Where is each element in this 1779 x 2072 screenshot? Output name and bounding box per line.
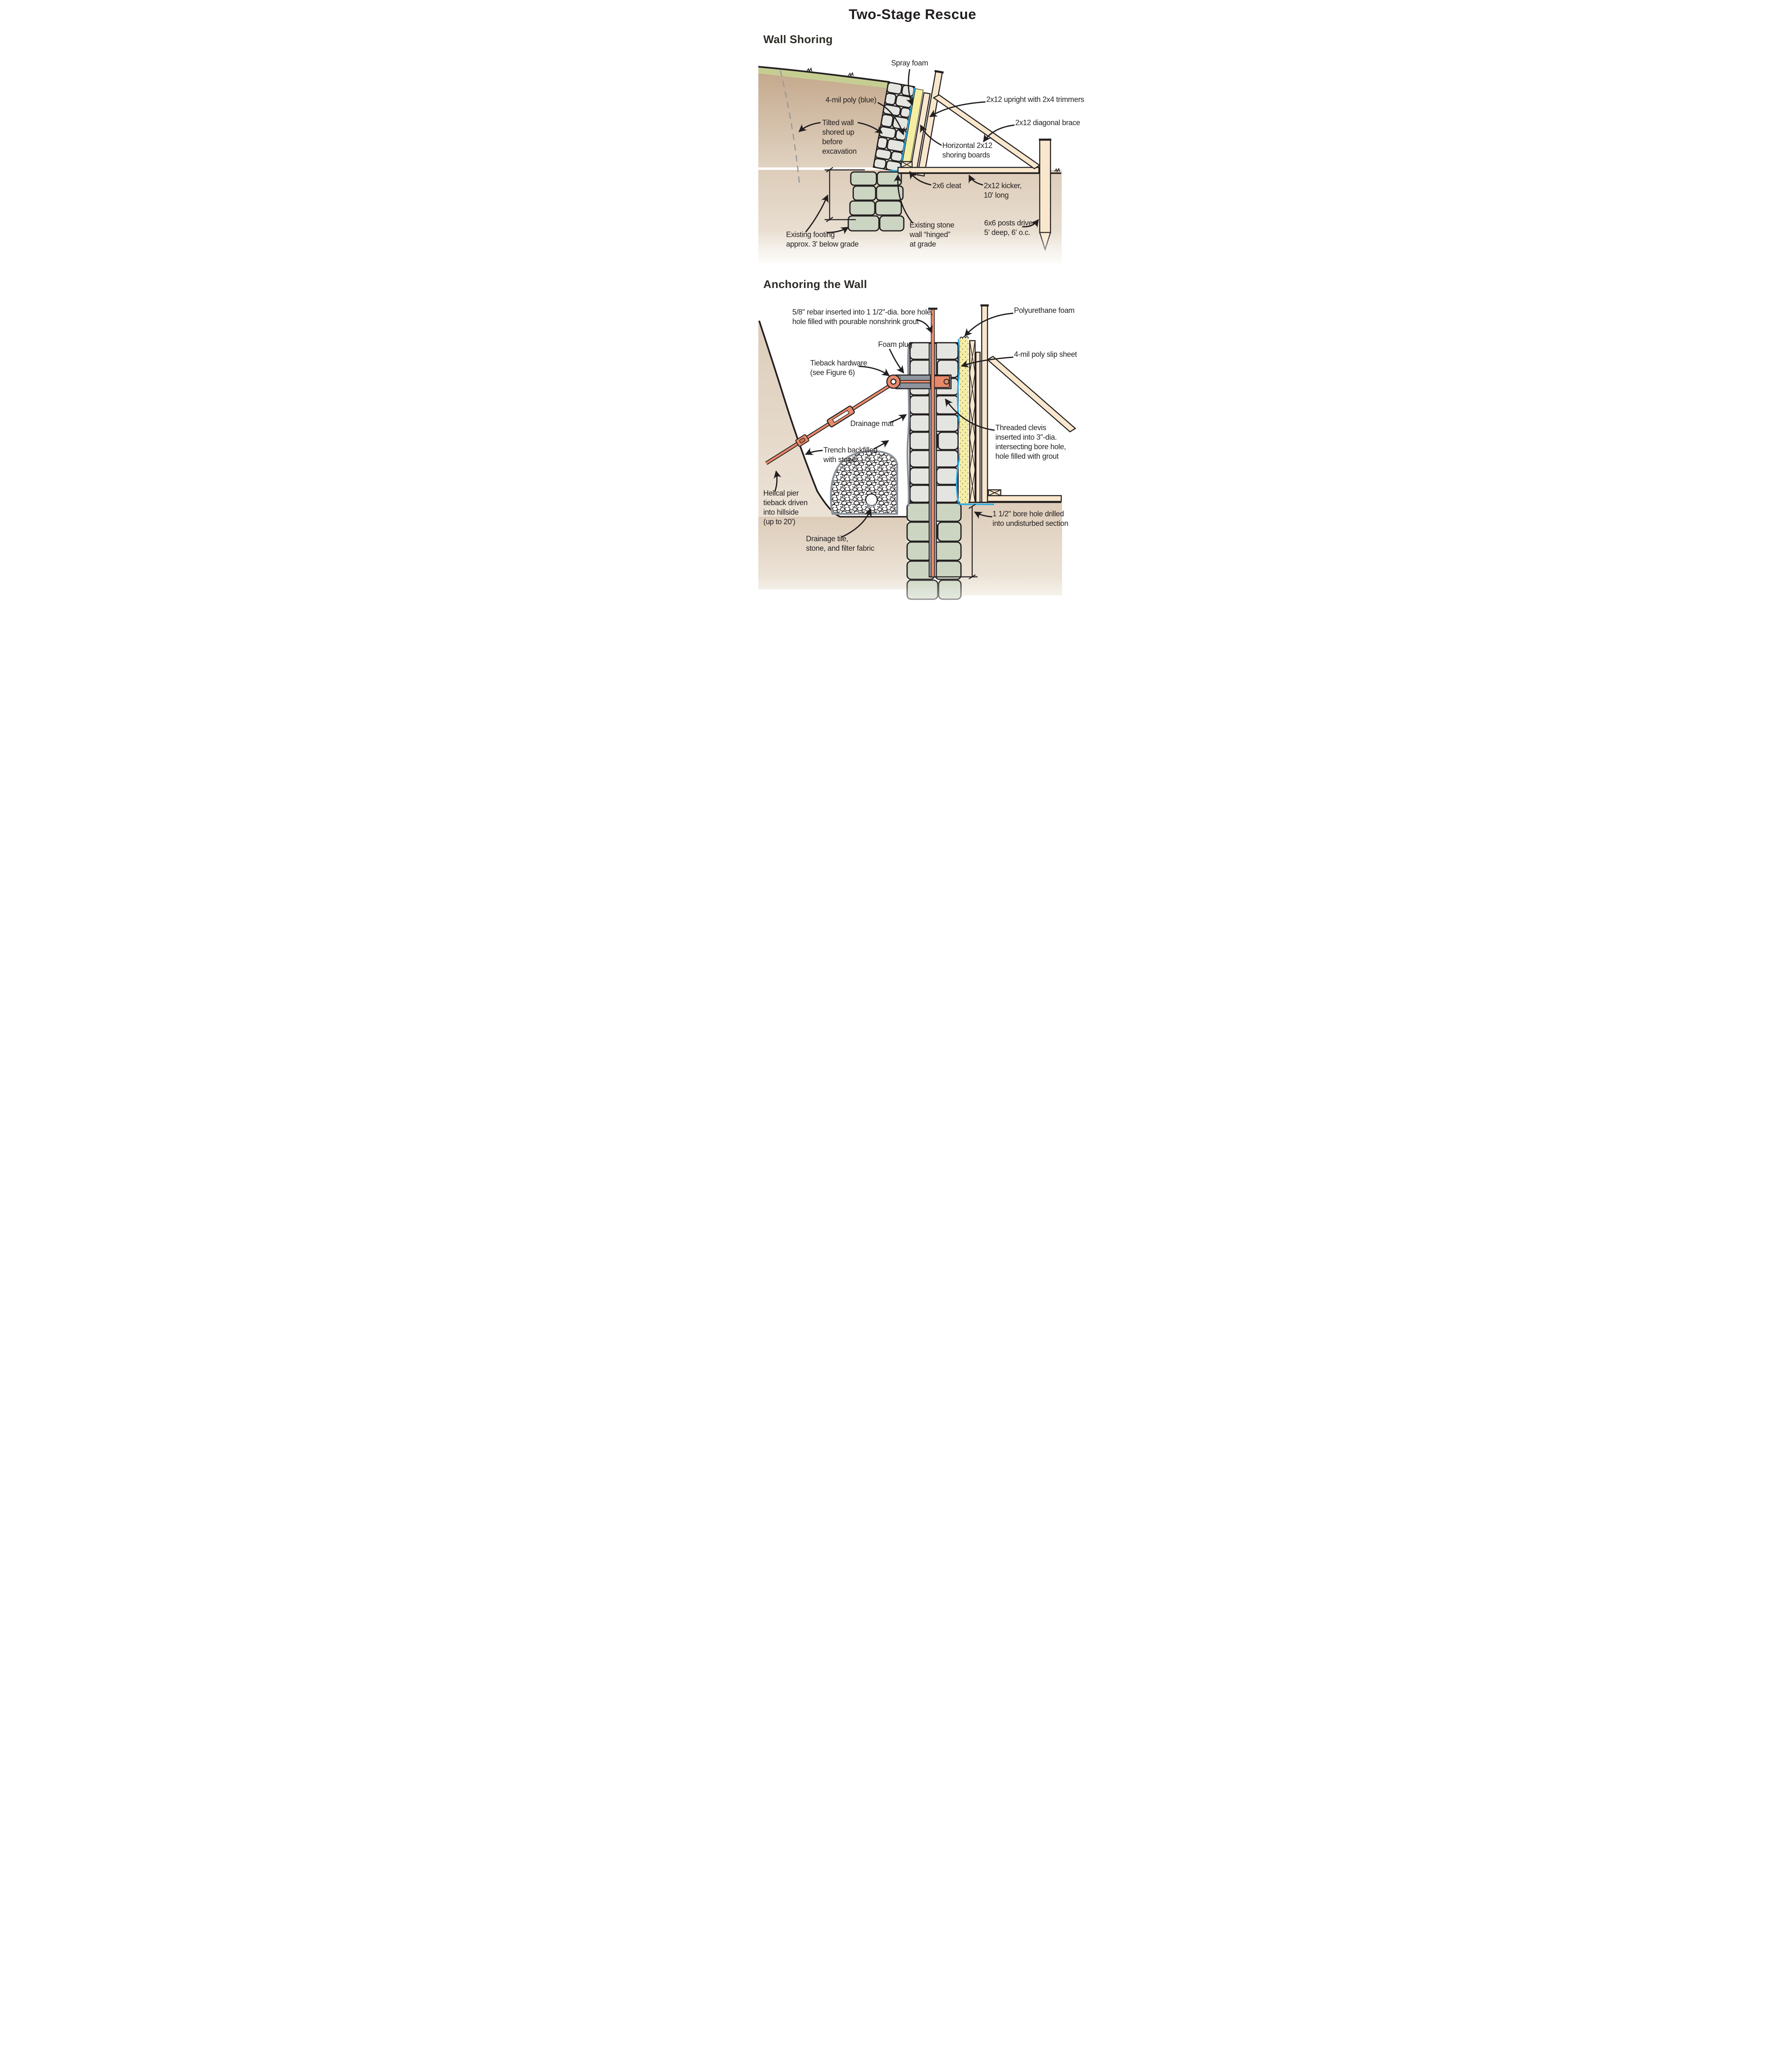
svg-text:at grade: at grade [910, 240, 936, 248]
svg-text:10' long: 10' long [984, 191, 1009, 199]
svg-text:with stone: with stone [823, 455, 856, 464]
svg-text:(up to 20'): (up to 20') [763, 518, 795, 526]
hex-coupler [795, 434, 809, 447]
figure-page: Two-Stage Rescue Wall Shoring [641, 0, 1138, 651]
svg-text:Existing footing: Existing footing [786, 230, 835, 239]
svg-text:shoring boards: shoring boards [942, 151, 990, 159]
section-heading-anchoring: Anchoring the Wall [763, 278, 867, 290]
original-wall-dashed-line [779, 70, 800, 188]
section-heading-wall-shoring: Wall Shoring [763, 33, 833, 46]
svg-text:hole filled with grout: hole filled with grout [995, 452, 1059, 460]
label-existing-stone-wall: Existing stone wall “hinged” at grade [909, 221, 954, 248]
svg-text:5' deep, 6' o.c.: 5' deep, 6' o.c. [984, 228, 1030, 237]
svg-text:stone, and filter fabric: stone, and filter fabric [806, 544, 874, 552]
diagonal-brace-2 [986, 356, 1076, 433]
intersecting-bore-hole [895, 374, 951, 390]
svg-text:5/8" rebar inserted into 1 1/2: 5/8" rebar inserted into 1 1/2"-dia. bor… [792, 308, 933, 316]
label-kicker: 2x12 kicker, 10' long [984, 182, 1022, 199]
svg-text:2x12 kicker,: 2x12 kicker, [984, 182, 1021, 190]
label-trench-backfilled: Trench backfilled with stone [823, 446, 878, 464]
rebar [930, 308, 935, 577]
label-cleat: 2x6 cleat [932, 182, 961, 190]
svg-text:Drainage tile,: Drainage tile, [806, 535, 848, 543]
svg-text:Helical pier: Helical pier [763, 489, 799, 497]
shoring-board-stack [969, 304, 989, 503]
drainage-mat-layer [906, 344, 910, 507]
upright-cap [934, 70, 944, 74]
hillside-edge [758, 320, 840, 518]
svg-text:approx. 3' below grade: approx. 3' below grade [786, 240, 859, 248]
page-title: Two-Stage Rescue [849, 7, 976, 22]
svg-text:hole filled with pourable nons: hole filled with pourable nonshrink grou… [792, 317, 919, 326]
label-helical-pier: Helical pier tieback driven into hillsid… [763, 489, 808, 526]
hill-bank [758, 68, 890, 167]
label-poly-blue: 4-mil poly (blue) [825, 96, 876, 104]
label-spray-foam: Spray foam [891, 59, 928, 67]
diagram-wall-shoring: Spray foam 4-mil poly (blue) 2x12 uprigh… [757, 59, 1084, 269]
svg-text:before: before [822, 138, 843, 146]
svg-text:into undisturbed section: into undisturbed section [992, 519, 1068, 528]
tieback-hardware [765, 374, 900, 465]
label-foam-plug: Foam plug [878, 340, 912, 349]
svg-text:shored up: shored up [822, 128, 854, 136]
svg-text:Tieback hardware: Tieback hardware [810, 359, 867, 367]
grass-tufts [806, 67, 854, 77]
kicker-board [897, 167, 1039, 174]
poly-slip-sheet-layer [956, 339, 961, 503]
turnbuckle [826, 405, 855, 428]
label-slip-sheet: 4-mil poly slip sheet [1014, 350, 1077, 358]
two-stage-rescue-figure: Two-Stage Rescue Wall Shoring [757, 7, 1084, 622]
label-drainage-mat: Drainage mat [850, 419, 894, 428]
grade-tufts [1054, 167, 1060, 173]
grass-line [758, 66, 890, 83]
leader-arrows-1 [798, 69, 1039, 235]
foam-dots [959, 338, 968, 503]
svg-text:6x6 posts driven: 6x6 posts driven [984, 219, 1036, 227]
label-shoring-boards: Horizontal 2x12 shoring boards [942, 141, 992, 159]
cleat-2x6 [900, 161, 912, 168]
svg-text:1 1/2" bore hole drilled: 1 1/2" bore hole drilled [992, 510, 1064, 518]
label-posts: 6x6 posts driven 5' deep, 6' o.c. [984, 219, 1037, 237]
svg-text:Threaded clevis: Threaded clevis [995, 424, 1046, 432]
label-bore-hole: 1 1/2" bore hole drilled into undisturbe… [992, 510, 1068, 528]
cleat-and-kicker-2 [987, 489, 1062, 502]
label-threaded-clevis: Threaded clevis inserted into 3"-dia. in… [995, 424, 1066, 460]
label-diagonal-brace: 2x12 diagonal brace [1015, 119, 1080, 127]
svg-text:into hillside: into hillside [763, 508, 799, 516]
label-tilted-wall: Tilted wall shored up before excavation [822, 119, 857, 155]
footing-depth-dimension [824, 167, 865, 222]
label-tieback-hardware: Tieback hardware (see Figure 6) [810, 359, 867, 377]
label-upright: 2x12 upright with 2x4 trimmers [986, 95, 1084, 104]
diagram-anchoring-the-wall: 5/8" rebar inserted into 1 1/2"-dia. bor… [757, 304, 1077, 622]
label-rebar: 5/8" rebar inserted into 1 1/2"-dia. bor… [792, 308, 933, 326]
svg-text:tieback driven: tieback driven [763, 499, 808, 507]
label-existing-footing: Existing footing approx. 3' below grade [786, 230, 859, 248]
fade-bottom-1 [757, 230, 1064, 269]
svg-text:wall “hinged”: wall “hinged” [909, 230, 950, 239]
stone-backfill [830, 450, 898, 515]
tilted-stone-wall [872, 81, 915, 173]
grass-band [758, 66, 890, 88]
svg-text:inserted into 3"-dia.: inserted into 3"-dia. [995, 433, 1057, 441]
foam-top-bumps [959, 336, 969, 339]
fade-bottom-2 [757, 576, 1064, 622]
svg-text:intersecting bore hole,: intersecting bore hole, [995, 443, 1066, 451]
svg-text:Existing stone: Existing stone [910, 221, 954, 229]
svg-text:(see Figure 6): (see Figure 6) [810, 368, 855, 377]
leader-arrows-2 [773, 312, 1013, 538]
svg-text:Tilted wall: Tilted wall [822, 119, 854, 127]
svg-text:excavation: excavation [822, 147, 857, 155]
label-drainage-tile: Drainage tile, stone, and filter fabric [806, 535, 874, 552]
svg-text:Horizontal 2x12: Horizontal 2x12 [942, 141, 992, 150]
svg-text:Trench backfilled: Trench backfilled [823, 446, 877, 454]
label-polyurethane-foam: Polyurethane foam [1014, 306, 1075, 315]
tilted-wall-assembly [872, 70, 944, 177]
